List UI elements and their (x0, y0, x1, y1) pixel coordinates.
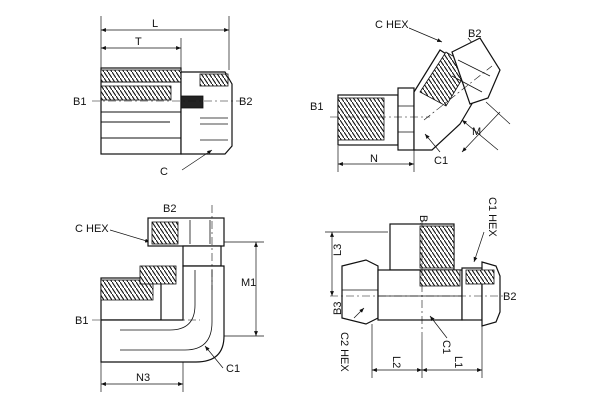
elbow-body (100, 265, 225, 363)
label-m1: M1 (241, 277, 256, 289)
label-t: T (135, 36, 142, 48)
label-b2: B2 (503, 291, 516, 303)
figure-top-left-straight-adapter: L T B1 B2 C (73, 16, 252, 178)
figure-bottom-left-90-elbow: C HEX B2 B1 M1 N3 C1 (75, 203, 264, 392)
label-b1: B1 (73, 96, 86, 108)
label-c1-hex: C1 HEX (486, 197, 498, 237)
label-c1: C1 (440, 340, 452, 354)
label-b2: B2 (239, 96, 252, 108)
label-l3: L3 (332, 244, 344, 256)
label-b1: B1 (75, 315, 88, 327)
label-b2: B2 (468, 28, 481, 40)
hex-nut (180, 71, 233, 155)
label-c1: C1 (434, 155, 448, 167)
label-n: N (370, 153, 378, 165)
swivel-nut (451, 37, 501, 105)
label-n3: N3 (136, 372, 150, 384)
label-c: C (160, 166, 168, 178)
figure-bottom-right-tee: B1 C1 HEX L3 B3 B2 C2 HEX C1 L2 (325, 197, 516, 378)
label-c-hex: C HEX (75, 223, 109, 235)
label-l: L (152, 18, 158, 30)
label-b1: B1 (310, 101, 323, 113)
left-swivel-nut (341, 259, 379, 325)
label-c2-hex: C2 HEX (338, 332, 350, 372)
label-b2: B2 (163, 203, 176, 215)
label-l1: L1 (452, 356, 464, 368)
label-l2: L2 (390, 356, 402, 368)
label-b3: B3 (332, 302, 344, 315)
figure-top-right-45-elbow: C HEX B2 B1 M N C1 (310, 19, 511, 172)
label-m: M (472, 126, 481, 138)
label-c1: C1 (226, 363, 240, 375)
label-c-hex: C HEX (375, 19, 409, 31)
